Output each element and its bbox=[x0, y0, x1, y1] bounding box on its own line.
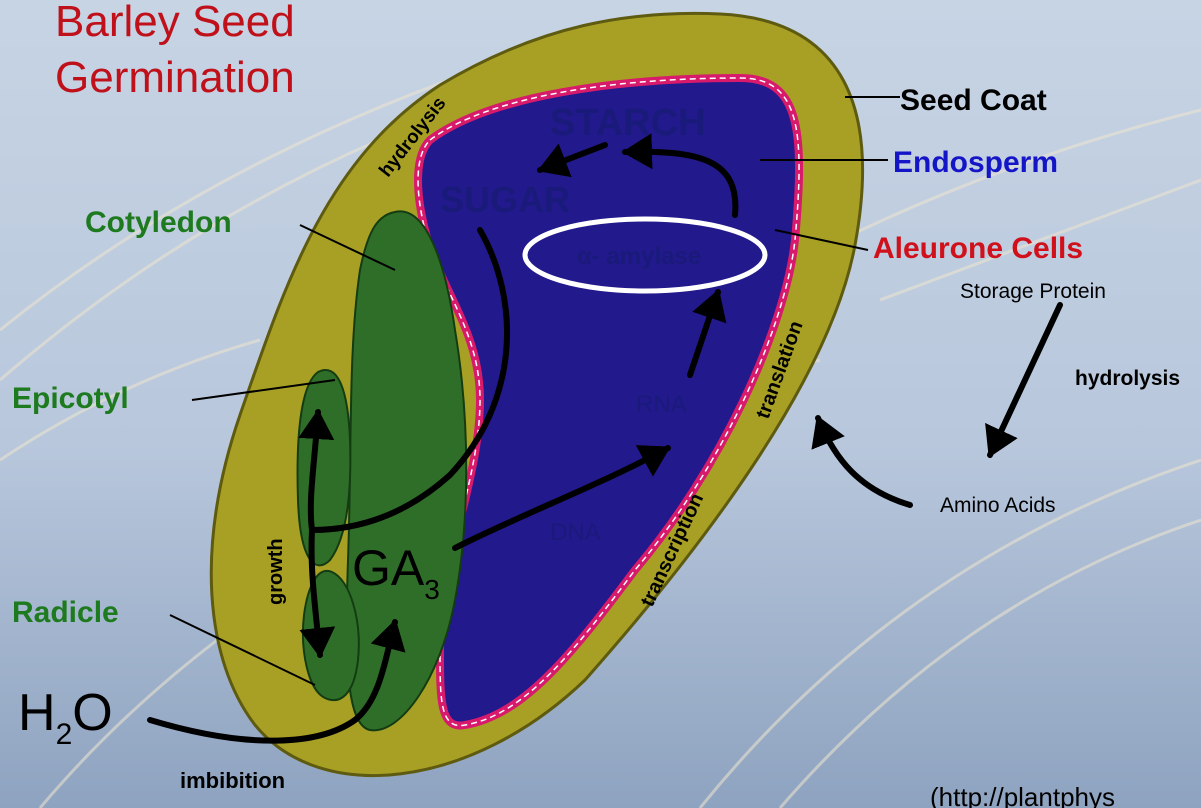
growth-label: growth bbox=[265, 538, 287, 605]
starch-label: STARCH bbox=[550, 102, 706, 144]
dna-label: DNA bbox=[550, 519, 601, 546]
water-h: H bbox=[18, 684, 56, 742]
water-o: O bbox=[72, 684, 112, 742]
title-line-1: Barley Seed bbox=[55, 0, 295, 46]
amino-acids-label: Amino Acids bbox=[940, 494, 1056, 517]
aleurone-cells-label: Aleurone Cells bbox=[873, 232, 1083, 265]
epicotyl-shape bbox=[298, 370, 351, 565]
epicotyl-label: Epicotyl bbox=[12, 382, 129, 415]
title-line-2: Germination bbox=[55, 53, 295, 102]
sugar-label: SUGAR bbox=[440, 179, 570, 220]
endosperm-label: Endosperm bbox=[893, 146, 1058, 179]
ga-main: GA bbox=[352, 540, 425, 596]
hydrolysis-label: hydrolysis bbox=[1075, 367, 1180, 390]
water-subscript: 2 bbox=[56, 718, 73, 751]
rna-label: RNA bbox=[636, 391, 687, 418]
radicle-label: Radicle bbox=[12, 596, 119, 629]
source-url-label: (http://plantphys bbox=[930, 782, 1115, 808]
amylase-label: α- amylase bbox=[577, 243, 701, 270]
ga-subscript: 3 bbox=[424, 574, 440, 605]
storage-protein-label: Storage Protein bbox=[960, 280, 1106, 303]
imbibition-label: imbibition bbox=[180, 768, 285, 793]
cotyledon-label: Cotyledon bbox=[85, 206, 232, 239]
seed-coat-label: Seed Coat bbox=[900, 84, 1047, 117]
